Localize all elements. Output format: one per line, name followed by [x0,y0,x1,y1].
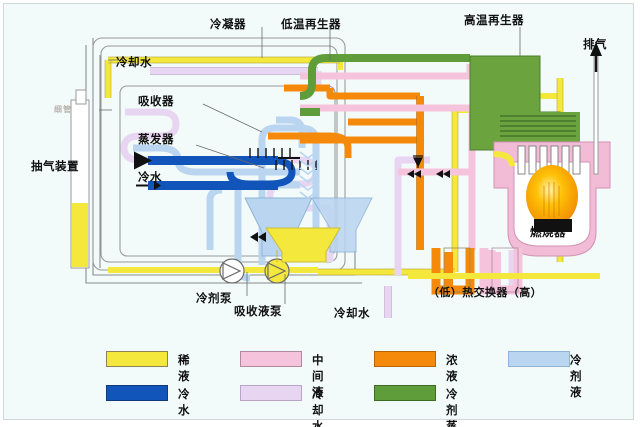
label-low-temp-regenerator: 低温再生器 [281,17,341,31]
label-exhaust: 排气 [583,37,607,51]
heat-exchanger-high [479,247,523,295]
burner-nozzle [534,219,572,232]
pipe-network [70,27,611,318]
label-purge-unit: 抽气装置 [31,159,79,173]
label-absorber: 吸收器 [138,94,174,108]
legend-label-refrigerant-vapor: 冷剂蒸汽 [446,387,458,427]
flame-graphic [526,165,578,227]
label-heat-exchanger: （低）热交换器（高） [428,286,542,299]
label-evaporator: 蒸发器 [138,132,174,146]
label-condenser: 冷凝器 [210,17,246,31]
legend-swatch-cooling-water [240,385,302,401]
leader-lines [99,27,521,304]
tube-bundle [517,145,581,175]
label-thin-tube: 细管 [54,105,72,114]
label-cooling-water-bottom: 冷却水 [334,306,370,320]
label-chilled-water: 冷水 [138,170,162,184]
legend-swatch-refrigerant-liquid [508,351,570,367]
legend-swatch-refrigerant-vapor [374,385,436,401]
tube-ticks-right [275,160,317,170]
refrigerant-vapor-pipes [299,54,470,116]
cooling-water-outline [150,67,392,318]
label-cooling-water-top: 冷却水 [116,55,152,69]
solution-sump [265,227,341,263]
exhaust-stack [590,42,602,175]
legend-label-dilute: 稀液 [178,353,190,383]
legend-label-chilled-water: 冷水 [178,387,190,417]
legend-label-cooling-water: 冷却水 [312,387,324,427]
legend-swatch-intermediate [240,351,302,367]
refrigerant-pump [219,258,245,284]
legend-label-concentrated: 浓液 [446,353,458,383]
chilled-water-lines [134,151,278,190]
valve-symbols [250,170,450,242]
label-absorbent-pump: 吸收液泵 [234,304,282,318]
valve-stem [413,155,423,168]
eliminator-chevrons [299,151,317,199]
legend-swatch-dilute [106,351,168,367]
legend-label-intermediate: 中间液 [312,353,324,399]
label-burner: 燃烧器 [530,225,566,239]
label-high-temp-regenerator: 高温再生器 [464,13,524,27]
legend-swatch-chilled-water [106,385,168,401]
tube-ticks [249,148,300,159]
legend-label-refrigerant-liquid: 冷剂液 [570,353,582,399]
legend-swatch-concentrated [374,351,436,367]
purge-device [70,89,90,269]
label-refrigerant-pump: 冷剂泵 [196,291,232,305]
heat-exchanger-low [431,247,475,295]
high-temp-regenerator [469,55,611,257]
